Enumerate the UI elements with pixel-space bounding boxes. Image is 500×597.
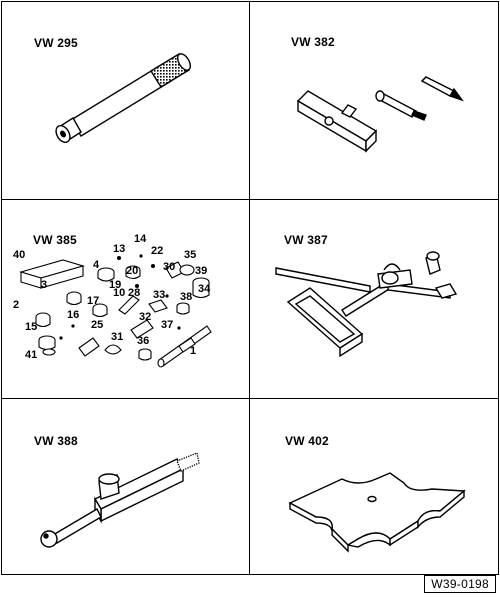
part-number-label: 20 [126, 265, 138, 277]
part-number-label: 1 [190, 345, 196, 357]
part-number-label: 22 [151, 245, 163, 257]
part-number-label: 34 [198, 283, 211, 295]
grid-divider-row2 [1, 398, 499, 399]
part-number-label: 28 [128, 287, 140, 299]
part-number-label: 10 [113, 287, 125, 299]
part-number-label: 30 [163, 261, 175, 273]
tool-cell-vw382: VW 382 [250, 1, 498, 199]
tool-cell-vw385: VW 385 [1, 200, 249, 398]
part-number-label: 3 [41, 279, 47, 291]
part-number-label: 39 [195, 265, 207, 277]
grid-divider-vertical [249, 1, 250, 575]
part-number-label: 32 [139, 311, 151, 323]
vw295-drawing [55, 53, 192, 144]
tool-label: VW 387 [284, 233, 328, 247]
document-id: W39-0198 [424, 575, 496, 593]
tool-cell-vw295: VW 295 [1, 1, 249, 199]
vw388-drawing [40, 452, 200, 548]
vw382-drawing [296, 76, 464, 153]
tool-label: VW 385 [33, 233, 77, 247]
figure-frame [1, 1, 499, 575]
part-number-label: 16 [67, 309, 79, 321]
tool-cell-vw387: VW 387 [250, 200, 498, 398]
vw402-drawing [288, 472, 466, 553]
part-number-label: 19 [109, 279, 121, 291]
tool-cell-vw402: VW 402 [250, 399, 498, 597]
tool-label: VW 388 [34, 434, 78, 448]
part-number-label: 4 [93, 259, 100, 271]
part-number-label: 25 [91, 319, 103, 331]
tool-label: VW 382 [291, 35, 335, 49]
grid-divider-row1 [1, 199, 499, 200]
part-number-label: 14 [134, 233, 147, 245]
part-number-label: 38 [180, 291, 192, 303]
part-number-label: 31 [111, 331, 123, 343]
part-number-label: 33 [153, 289, 165, 301]
part-number-label: 41 [25, 349, 37, 361]
vw387-drawing [275, 251, 458, 358]
part-number-label: 37 [161, 319, 173, 331]
part-number-label: 40 [13, 249, 25, 261]
part-number-label: 17 [87, 295, 99, 307]
vw385-drawing: 40 13 14 22 35 4 20 30 39 10 3 19 28 34 38 17 33 2 16 32 15 2… [13, 233, 212, 368]
part-number-label: 15 [25, 321, 37, 333]
part-number-label: 13 [113, 243, 125, 255]
tool-label: VW 402 [285, 434, 329, 448]
part-number-label: 35 [184, 249, 196, 261]
part-number-label: 2 [13, 299, 19, 311]
part-number-label: 36 [137, 335, 149, 347]
tool-label: VW 295 [34, 36, 78, 50]
tool-cell-vw388: VW 388 [1, 399, 249, 597]
